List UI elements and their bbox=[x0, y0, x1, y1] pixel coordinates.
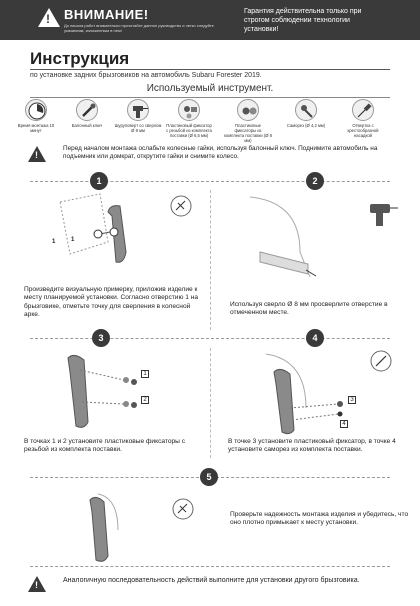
tool-item: Пластиковый фиксатор с резьбой из компле… bbox=[165, 99, 213, 138]
callout-3: 3 bbox=[348, 396, 356, 404]
drill-icon bbox=[127, 99, 149, 121]
threaded-clip-icon bbox=[178, 99, 200, 121]
step-4-illustration bbox=[256, 348, 366, 438]
step-5-illustration bbox=[68, 490, 178, 570]
screwdriver-icon bbox=[352, 99, 374, 121]
tools-heading: Используемый инструмент. bbox=[146, 83, 274, 94]
clock-icon bbox=[25, 99, 47, 121]
final-text: Аналогичную последовательность действий … bbox=[63, 577, 360, 584]
callout-4: 4 bbox=[340, 420, 348, 428]
column-divider bbox=[210, 348, 211, 458]
callout-2: 2 bbox=[141, 396, 149, 404]
step-1-text: Произведите визуальную примерку, приложи… bbox=[24, 286, 199, 319]
tool-badge bbox=[170, 195, 192, 217]
header-subtitle: До начала работ внимательно прочитайте д… bbox=[64, 23, 214, 33]
callout-1: 1 bbox=[71, 237, 75, 243]
safety-warning: ! Перед началом монтажа ослабьте колесны… bbox=[28, 145, 398, 165]
callout-1: 1 bbox=[52, 239, 56, 245]
screw-icon bbox=[295, 99, 317, 121]
step-number: 5 bbox=[200, 468, 218, 486]
warning-icon: ! bbox=[38, 8, 60, 27]
page-title: Инструкция bbox=[30, 49, 130, 68]
section-divider bbox=[30, 181, 390, 182]
step-number: 1 bbox=[90, 172, 108, 190]
step-number: 4 bbox=[306, 329, 324, 347]
warning-icon: ! bbox=[28, 576, 46, 592]
step-number: 2 bbox=[306, 172, 324, 190]
step-2-text: Используя сверло Ø 8 мм просверлите отве… bbox=[230, 301, 388, 317]
warning-header: ! ВНИМАНИЕ! До начала работ внимательно … bbox=[0, 0, 420, 40]
step-1-illustration bbox=[40, 192, 190, 272]
tool-item: Время монтажа 10 минут bbox=[12, 99, 60, 133]
step-4-text: В точке 3 установите пластиковый фиксато… bbox=[228, 438, 396, 454]
title-divider bbox=[30, 69, 390, 70]
step-2-illustration bbox=[240, 192, 360, 282]
tool-item: Саморез (Ø 4,2 мм) bbox=[282, 99, 330, 128]
warranty-note: Гарантия действительна только при строго… bbox=[244, 8, 362, 33]
callout-1: 1 bbox=[141, 370, 149, 378]
plastic-clip-icon bbox=[237, 99, 259, 121]
tools-divider bbox=[30, 97, 390, 98]
final-note: ! Аналогичную последовательность действи… bbox=[28, 574, 398, 598]
section-divider bbox=[30, 566, 390, 567]
tool-item: Отвертка с крестообразной насадкой bbox=[339, 99, 387, 138]
wheel-wrench-icon bbox=[76, 99, 98, 121]
tool-item: Пластиковые фиксаторы из комплекта поста… bbox=[224, 99, 272, 143]
step-3-text: В точках 1 и 2 установите пластиковые фи… bbox=[24, 438, 186, 454]
step-5-text: Проверьте надежность монтажа изделия и у… bbox=[230, 511, 409, 527]
section-divider bbox=[30, 338, 390, 339]
tool-item: Шуруповерт со сверлом Ø 8 мм bbox=[114, 99, 162, 133]
header-title: ВНИМАНИЕ! bbox=[64, 7, 149, 22]
column-divider bbox=[210, 190, 211, 330]
warning-text: Перед началом монтажа ослабьте колесные … bbox=[63, 145, 378, 160]
page-subtitle: по установке задних брызговиков на автом… bbox=[30, 72, 262, 79]
step-3-illustration bbox=[54, 352, 164, 432]
step-number: 3 bbox=[92, 329, 110, 347]
drill-illustration bbox=[366, 196, 400, 230]
screwdriver-badge bbox=[370, 350, 392, 372]
tool-badge bbox=[172, 498, 194, 520]
tool-item: Балонный ключ bbox=[63, 99, 111, 128]
warning-icon: ! bbox=[28, 146, 46, 162]
